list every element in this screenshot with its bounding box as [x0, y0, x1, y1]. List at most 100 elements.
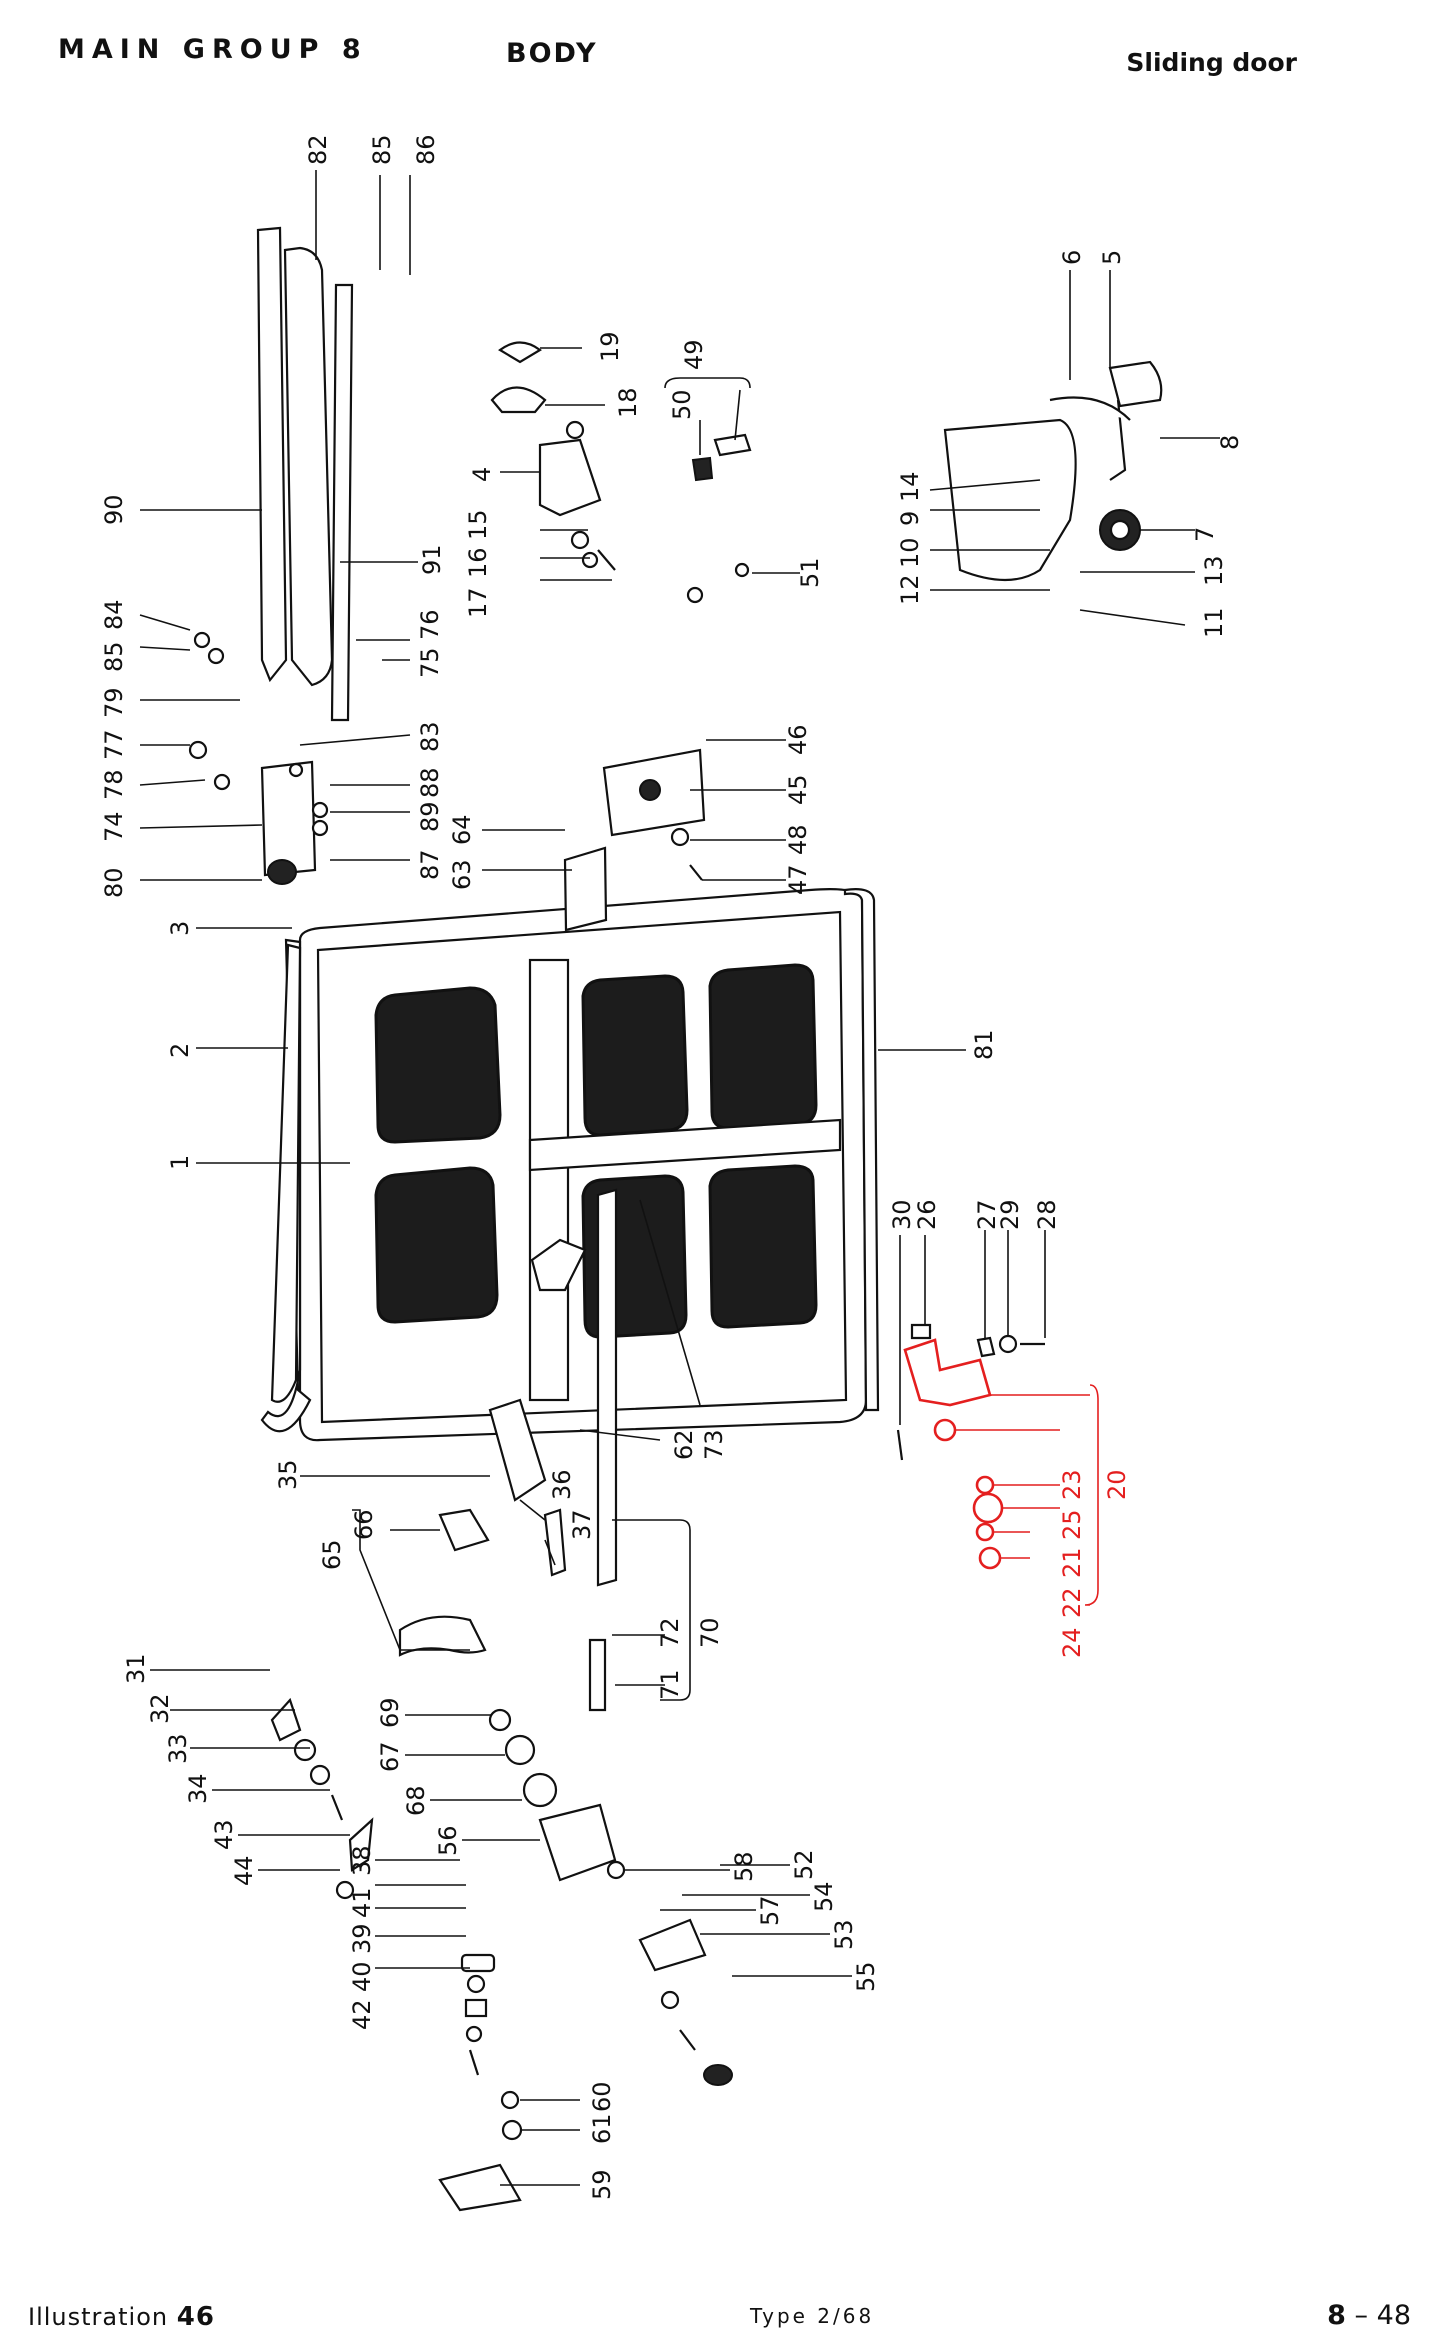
callout-52: 52: [790, 1849, 818, 1880]
callout-64: 64: [448, 814, 476, 845]
door-seal-strip: [260, 938, 312, 1433]
callout-58: 58: [730, 1851, 758, 1882]
callout-46: 46: [784, 724, 812, 755]
callout-35: 35: [274, 1459, 302, 1490]
callout-19: 19: [596, 331, 624, 362]
callout-21: 21: [1058, 1547, 1086, 1578]
callout-73: 73: [700, 1429, 728, 1460]
callout-44: 44: [230, 1855, 258, 1886]
callout-83: 83: [416, 721, 444, 752]
callout-85b: 85: [100, 641, 128, 672]
callout-63: 63: [448, 859, 476, 890]
callout-30: 30: [888, 1199, 916, 1230]
callout-8: 8: [1216, 435, 1244, 450]
callout-26: 26: [913, 1199, 941, 1230]
callout-53: 53: [830, 1919, 858, 1950]
callout-17: 17: [464, 587, 492, 618]
hinge-link-assembly: [398, 1188, 733, 2212]
door-panel: [298, 888, 868, 1442]
callout-84: 84: [100, 599, 128, 630]
roller-bracket: [188, 631, 329, 885]
callout-75: 75: [416, 647, 444, 678]
callout-57: 57: [756, 1895, 784, 1926]
sliding-door-exploded-diagram: 82 85 86 90 91 84 85 79 77 78 74 80 76 7…: [100, 134, 1244, 2212]
callout-9: 9: [896, 511, 924, 526]
callout-37: 37: [568, 1509, 596, 1540]
callout-23: 23: [1058, 1469, 1086, 1500]
callout-74: 74: [100, 811, 128, 842]
callout-16: 16: [464, 547, 492, 578]
callout-55: 55: [852, 1961, 880, 1992]
callout-28: 28: [1033, 1199, 1061, 1230]
illustration-label: Illustration: [28, 2303, 169, 2331]
callout-70: 70: [696, 1617, 724, 1648]
callout-42: 42: [348, 1999, 376, 2030]
page-number-value: 48: [1376, 2300, 1411, 2331]
lower-roller-assembly: [943, 360, 1163, 582]
callout-61: 61: [588, 2113, 616, 2144]
callout-15: 15: [464, 509, 492, 540]
callout-72: 72: [656, 1617, 684, 1648]
type-label: Type: [750, 2304, 808, 2328]
rear-seal: [843, 888, 880, 1412]
callout-38: 38: [348, 1845, 376, 1876]
callout-69: 69: [376, 1697, 404, 1728]
callout-56: 56: [434, 1825, 462, 1856]
callout-81: 81: [970, 1029, 998, 1060]
callout-82: 82: [304, 134, 332, 165]
page-group: 8: [1327, 2300, 1346, 2331]
lock-small-parts: [270, 1697, 496, 2076]
callout-36: 36: [548, 1469, 576, 1500]
callout-86: 86: [412, 134, 440, 165]
callout-13: 13: [1200, 555, 1228, 586]
callout-54: 54: [810, 1881, 838, 1912]
callout-27: 27: [973, 1199, 1001, 1230]
callout-76: 76: [416, 609, 444, 640]
callout-60: 60: [588, 2081, 616, 2112]
callout-14: 14: [896, 471, 924, 502]
callout-50: 50: [668, 389, 696, 420]
highlighted-bracket-assembly: [903, 1338, 1004, 1570]
callout-47: 47: [784, 864, 812, 895]
callout-22: 22: [1058, 1587, 1086, 1618]
callout-80: 80: [100, 867, 128, 898]
callout-4: 4: [468, 467, 496, 482]
callout-89: 89: [416, 801, 444, 832]
callout-45: 45: [784, 774, 812, 805]
page-number: 8 – 48: [1327, 2300, 1411, 2331]
page-separator: –: [1354, 2300, 1369, 2331]
callout-43: 43: [210, 1819, 238, 1850]
callout-34: 34: [184, 1773, 212, 1804]
callout-51: 51: [796, 557, 824, 588]
callout-31: 31: [122, 1653, 150, 1684]
callout-10: 10: [896, 537, 924, 568]
callout-67: 67: [376, 1741, 404, 1772]
callout-3: 3: [166, 921, 194, 936]
callout-62: 62: [670, 1429, 698, 1460]
callout-41: 41: [348, 1887, 376, 1918]
catch-hardware: [490, 341, 752, 932]
callout-91: 91: [418, 544, 446, 575]
callout-25: 25: [1058, 1509, 1086, 1540]
callout-6: 6: [1058, 250, 1086, 265]
type-caption: Type 2/68: [750, 2304, 874, 2328]
callout-66: 66: [350, 1509, 378, 1540]
callout-77: 77: [100, 729, 128, 760]
callout-1: 1: [166, 1155, 194, 1170]
illustration-number: 46: [176, 2302, 215, 2332]
callout-18: 18: [614, 387, 642, 418]
callout-39: 39: [348, 1923, 376, 1954]
callout-5: 5: [1098, 250, 1126, 265]
callout-79: 79: [100, 687, 128, 718]
callout-33: 33: [164, 1733, 192, 1764]
callout-90: 90: [100, 494, 128, 525]
type-value: 2/68: [817, 2304, 875, 2328]
callout-40: 40: [348, 1961, 376, 1992]
callout-24: 24: [1058, 1627, 1086, 1658]
callout-2: 2: [166, 1043, 194, 1058]
callout-11: 11: [1200, 607, 1228, 638]
callout-59: 59: [588, 2169, 616, 2200]
callout-88: 88: [416, 767, 444, 798]
callout-48: 48: [784, 824, 812, 855]
callout-65: 65: [318, 1539, 346, 1570]
